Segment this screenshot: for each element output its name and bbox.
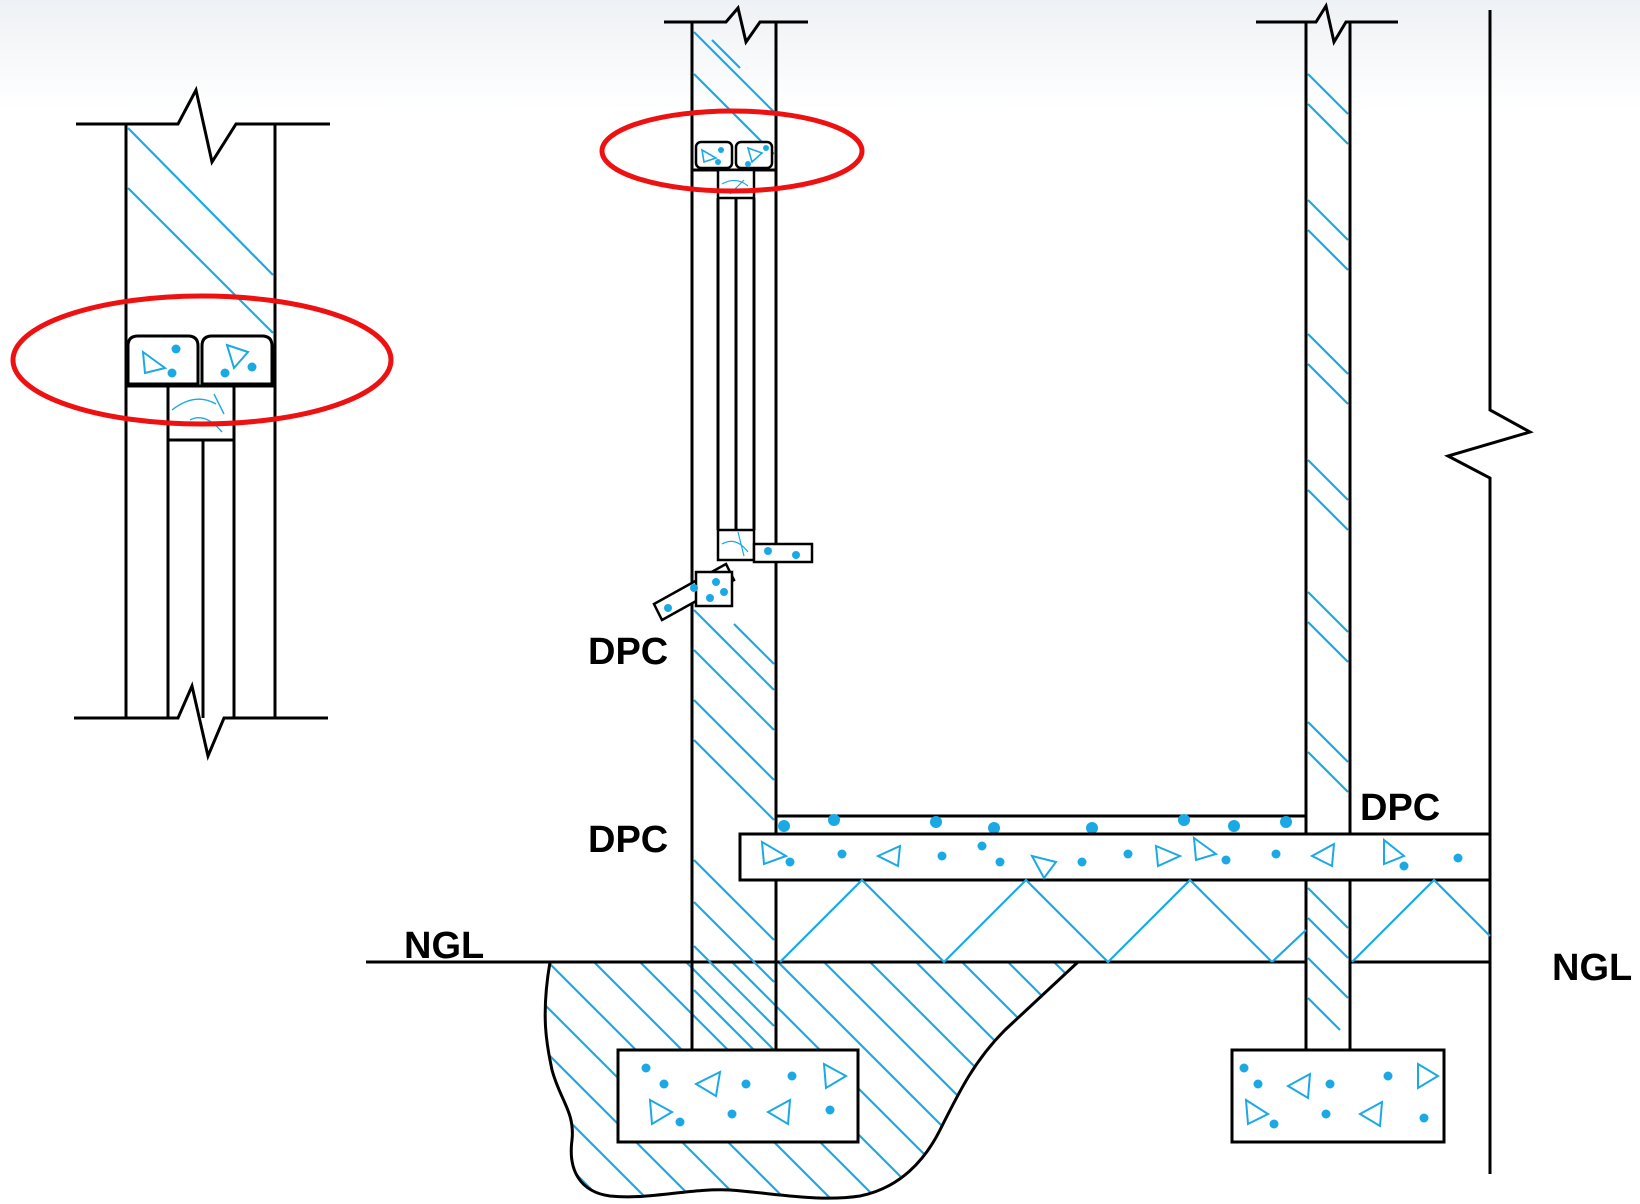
- ngl-label-left: NGL: [404, 925, 484, 967]
- dpc-label-right: DPC: [1360, 787, 1440, 829]
- concrete-floor-slab: [738, 832, 1492, 882]
- footing-left: [616, 1048, 860, 1144]
- floor-construction: [366, 814, 1492, 964]
- inner-wall-right: [1256, 2, 1398, 1050]
- break-line-icon: [76, 85, 330, 166]
- break-line-icon: [1256, 2, 1398, 46]
- break-line-icon: [74, 681, 328, 761]
- break-line-icon: [664, 4, 808, 46]
- break-line-icon: [1444, 10, 1534, 1174]
- lintel-block-right: [200, 334, 274, 386]
- ngl-label-right: NGL: [1552, 947, 1632, 989]
- dpc-label-sill: DPC: [588, 631, 668, 673]
- lintel-detail: [10, 85, 394, 761]
- red-ellipse-highlight-icon: [599, 108, 865, 194]
- red-ellipse-highlight-icon: [10, 293, 394, 427]
- lintel-block-left: [126, 334, 200, 386]
- footing-right: [1230, 1048, 1446, 1144]
- outer-wall-left: [599, 4, 865, 1051]
- dpc-label-floor: DPC: [588, 819, 668, 861]
